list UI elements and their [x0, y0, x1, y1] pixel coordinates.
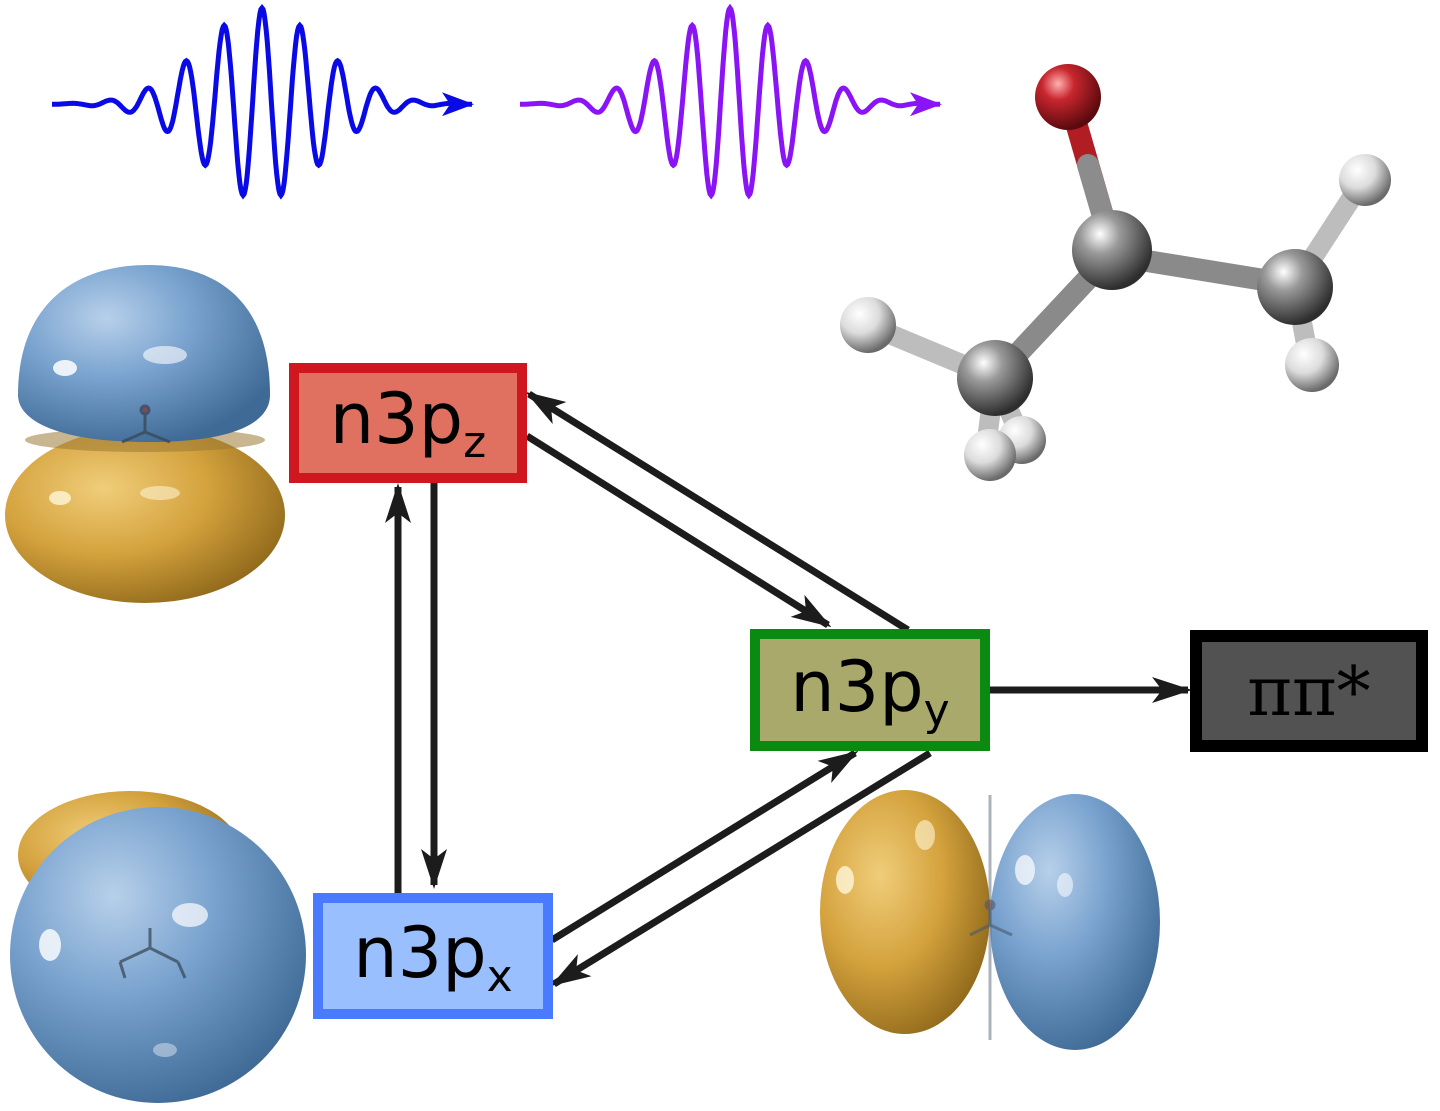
svg-text:n3px: n3px: [353, 912, 512, 1002]
state-box-n3px: [313, 893, 553, 1019]
state-label-n3px: n3p: [353, 912, 486, 994]
orbital-lobe-gold: [820, 790, 990, 1034]
orbital-lobe-blue: [990, 794, 1160, 1050]
probe-pulse-wave: [520, 3, 942, 200]
orbital-n3py: [820, 790, 1160, 1050]
state-n3px: n3px: [313, 893, 553, 1019]
state-box-n3pz: [289, 363, 527, 483]
transition-arrows: [385, 391, 1192, 987]
state-subscript-z: z: [463, 417, 486, 468]
state-label-pipi: ππ*: [1247, 653, 1370, 732]
state-pipi: ππ*: [1190, 630, 1428, 752]
orbital-n3px: [10, 791, 306, 1103]
mini-molecule-icon: [969, 899, 1013, 937]
oxygen-atom: [1035, 64, 1101, 130]
state-n3py: n3py: [750, 629, 990, 751]
hydrogen-atom: [840, 297, 896, 353]
hydrogen-atom: [1339, 154, 1391, 206]
arrow-n3pz-to-n3py: [525, 433, 832, 628]
svg-text:n3pz: n3pz: [330, 378, 486, 468]
state-box-n3py: [750, 629, 990, 751]
orbital-lobe-gold: [5, 427, 285, 603]
svg-text:n3py: n3py: [790, 646, 949, 736]
pump-pulse-wave: [52, 3, 474, 200]
orbital-lobe-blue: [10, 807, 306, 1103]
state-label-n3pz: n3p: [330, 378, 463, 460]
arrow-n3px-to-n3py: [550, 750, 859, 943]
arrow-n3py-to-n3px: [550, 750, 932, 987]
arrow-n3py-to-n3pz: [525, 391, 910, 633]
carbon-atom: [1072, 210, 1152, 290]
mini-molecule-icon: [118, 928, 187, 979]
molecule-model: [840, 64, 1391, 481]
carbon-atom: [1257, 249, 1333, 325]
state-n3pz: n3pz: [289, 363, 527, 483]
pump-pulse: [52, 3, 474, 200]
state-box-pipi: [1190, 630, 1428, 752]
hydrogen-atom: [1285, 338, 1339, 392]
hydrogen-atom: [964, 429, 1016, 481]
carbon-atom: [957, 340, 1033, 416]
probe-pulse: [520, 3, 942, 200]
mini-molecule-icon: [121, 404, 171, 444]
state-subscript-x: x: [487, 951, 513, 1002]
state-label-n3py: n3p: [790, 646, 923, 728]
state-subscript-y: y: [924, 685, 950, 736]
orbital-n3pz: [5, 265, 285, 603]
